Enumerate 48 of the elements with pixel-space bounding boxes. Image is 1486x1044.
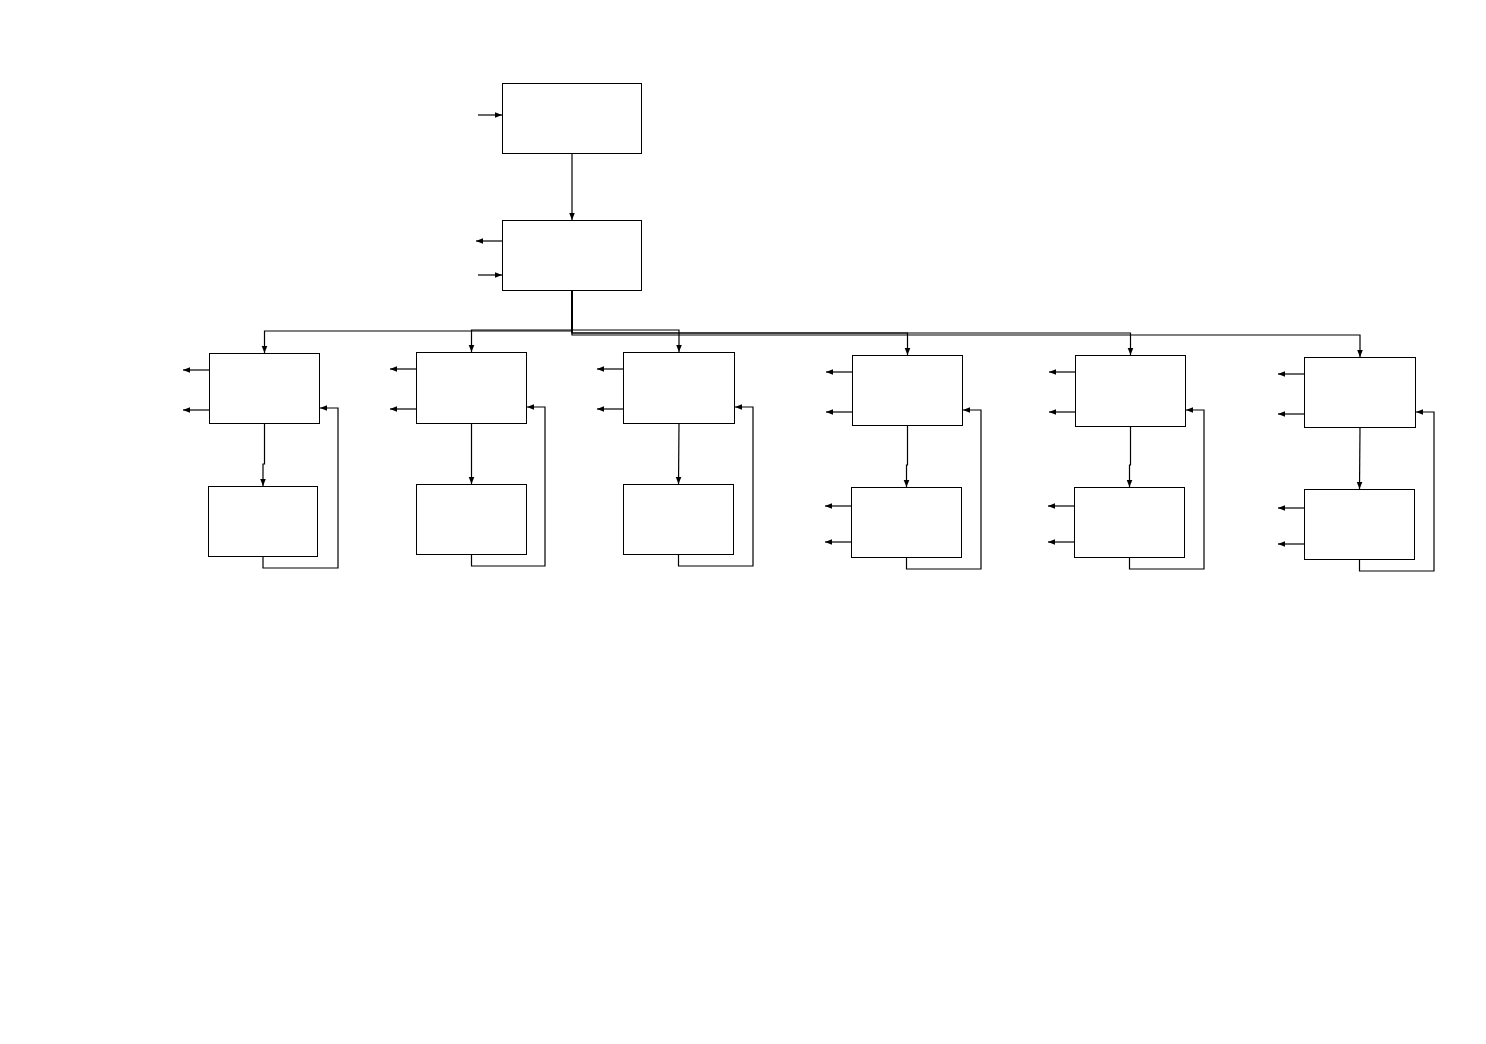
arrow	[389, 406, 417, 412]
process-box	[416, 352, 527, 424]
arrow	[1048, 409, 1076, 415]
process-box	[623, 352, 735, 424]
arrow	[468, 423, 475, 485]
process-box	[502, 83, 642, 154]
arrow	[477, 112, 503, 118]
process-box	[1075, 355, 1186, 427]
process-box	[1304, 489, 1415, 560]
arrow	[1048, 369, 1076, 375]
arrow	[1128, 407, 1205, 570]
arrow	[1277, 411, 1305, 417]
arrow	[1277, 371, 1305, 377]
arrow	[1126, 426, 1133, 488]
process-box	[502, 220, 642, 291]
arrow	[475, 238, 503, 244]
arrow	[569, 153, 575, 221]
arrow	[182, 367, 210, 373]
arrow	[477, 272, 503, 278]
arrow	[470, 404, 546, 567]
arrow	[1358, 409, 1435, 572]
arrow	[1356, 427, 1363, 490]
arrow	[596, 406, 624, 412]
arrow	[825, 369, 853, 375]
process-box	[209, 353, 320, 424]
arrow	[1277, 505, 1305, 511]
arrow	[825, 409, 853, 415]
arrow	[824, 503, 852, 509]
arrow	[1277, 541, 1305, 547]
arrow	[1047, 503, 1075, 509]
arrow	[1047, 539, 1075, 545]
arrow	[260, 423, 266, 487]
process-box	[416, 484, 527, 555]
arrow	[262, 405, 339, 569]
arrow	[905, 407, 982, 570]
arrow	[389, 366, 417, 372]
process-box	[1074, 487, 1185, 558]
arrow	[824, 539, 852, 545]
process-box	[851, 487, 962, 558]
arrow	[675, 423, 682, 485]
process-box	[623, 484, 734, 555]
process-box	[852, 355, 963, 426]
arrow	[182, 407, 210, 413]
arrow	[677, 404, 754, 567]
process-box	[1304, 357, 1416, 428]
process-box	[208, 486, 318, 557]
arrow	[903, 425, 910, 488]
arrow	[596, 366, 624, 372]
